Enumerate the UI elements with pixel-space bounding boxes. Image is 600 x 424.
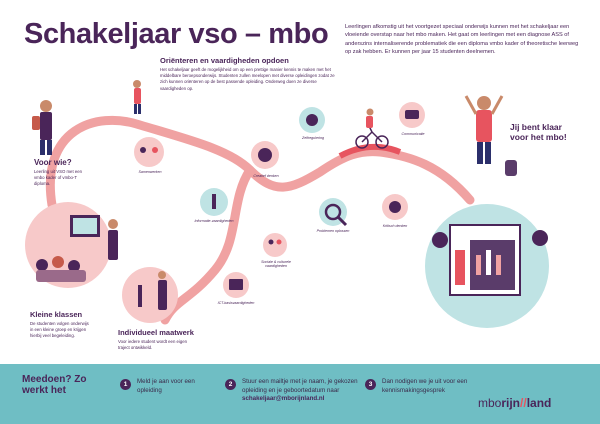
step-3: 3 Dan nodigen we je uit voor een kennism… [365, 378, 475, 395]
bike-wheel-back [355, 135, 369, 149]
logo-part-c: land [526, 396, 552, 410]
kleine-text: De studenten volgen onderwijs in een kle… [30, 321, 89, 339]
voorwie-section: Voor wie? Leerling uit VSO met een vmbo … [34, 158, 92, 188]
happy-student [476, 110, 492, 142]
step-number: 1 [120, 379, 131, 390]
logo-part-a: mbo [478, 396, 502, 410]
orienteren-heading: Oriënteren en vaardigheden opdoen [160, 56, 289, 65]
skill-label-creatief: Creatief denken [253, 174, 279, 178]
footer-band [0, 364, 600, 424]
student-figure [40, 112, 52, 140]
logo-part-b: rijn [501, 396, 521, 410]
voorwie-text: Leerling uit VSO met een vmbo kader of v… [34, 169, 83, 187]
intro-text: Leerlingen afkomstig uit het voortgezet … [345, 24, 579, 56]
skill-label-kritisch: Kritisch denken [382, 224, 408, 228]
road-path [45, 115, 475, 210]
individueel-text: Voor iedere student wordt een eigen traj… [118, 339, 188, 351]
skill-label-communicatie: Communicatie [401, 132, 425, 136]
skill-label-sociale: Sociale & culturele vaardigheden [261, 260, 291, 269]
step-text: Dan nodigen we je uit voor een kennismak… [382, 378, 468, 394]
walker-figure [134, 88, 141, 104]
samenwerken-badge [134, 137, 164, 167]
orienteren-section: Oriënteren en vaardigheden opdoen Het sc… [160, 56, 335, 92]
skill-label-problemen: Problemen oplossen [316, 229, 350, 233]
email-link[interactable]: schakeljaar@mborijnland.nl [242, 395, 325, 403]
skill-label-samenwerken: Samenwerken [138, 170, 162, 174]
footer-heading: Meedoen? Zo werkt het [22, 374, 87, 396]
sociale-badge [263, 233, 287, 257]
bridge [338, 143, 402, 159]
skill-label-informatie: Informatie-vaardigheden [194, 219, 234, 223]
skill-label-zelfregulering: Zelfregulering [302, 136, 324, 140]
voorwie-heading: Voor wie? [34, 158, 72, 167]
skill-label-ict: ICT-basisvaardigheden [217, 301, 255, 305]
orienteren-text: Het schakeljaar geeft de mogelijkheid om… [160, 67, 335, 91]
individueel-section: Individueel maatwerk Voor iedere student… [118, 328, 198, 351]
road-path-lower [160, 165, 255, 325]
individueel-heading: Individueel maatwerk [118, 328, 194, 337]
logo-slash-icon: // [520, 396, 527, 410]
kleine-heading: Kleine klassen [30, 310, 83, 319]
page-title: Schakeljaar vso – mbo [24, 18, 329, 50]
klaar-callout: Jij bent klaar voor het mbo! [510, 122, 567, 142]
step-number: 2 [225, 379, 236, 390]
teacher [108, 230, 118, 260]
mborijnland-logo: mborijn//land [478, 396, 551, 410]
step-2: 2 Stuur een mailtje met je naam, je geko… [225, 378, 365, 404]
kleine-section: Kleine klassen De studenten volgen onder… [30, 310, 92, 340]
step-1: 1 Meld je aan voor een opleiding [120, 378, 210, 395]
bike-wheel-front [375, 135, 389, 149]
step-number: 3 [365, 379, 376, 390]
step-text: Stuur een mailtje met je naam, je gekoze… [242, 378, 358, 394]
maatwerk-circle [122, 267, 178, 323]
step-text: Meld je aan voor een opleiding [137, 378, 195, 394]
